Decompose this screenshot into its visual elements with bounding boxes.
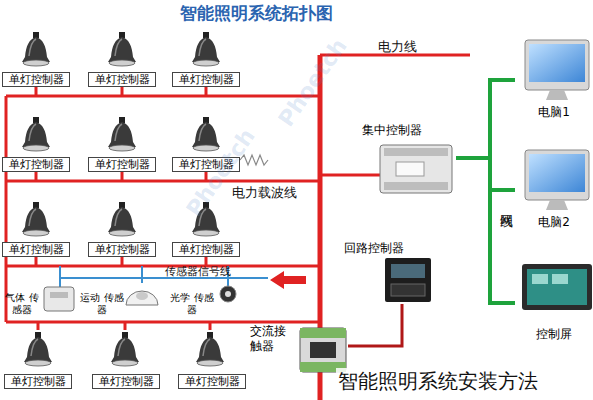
single-lamp-controller: 单灯控制器 <box>92 374 160 389</box>
connector-line <box>456 158 515 303</box>
connector-line <box>348 304 402 346</box>
central-controller-device <box>380 145 452 193</box>
node-text: 单灯控制器 <box>179 375 245 388</box>
node-text: 光学 传感器 <box>170 292 214 316</box>
single-lamp-controller: 单灯控制器 <box>4 374 72 389</box>
contactor-device <box>300 328 346 372</box>
signal-line-label: 传感器信号线 <box>165 265 231 279</box>
node-text: 单灯控制器 <box>3 73 69 86</box>
node-text: 单灯控制器 <box>3 243 69 256</box>
sensor-label: 运动 传感器 <box>80 292 124 320</box>
single-lamp-controller: 单灯控制器 <box>88 72 156 87</box>
single-lamp-controller: 单灯控制器 <box>2 157 70 172</box>
watermark: Phoetch <box>181 124 259 221</box>
node-text: 单灯控制器 <box>3 158 69 171</box>
loop-controller-device <box>385 258 431 302</box>
node-text: 控制屏 <box>515 326 593 343</box>
single-lamp-controller: 单灯控制器 <box>2 242 70 257</box>
node-text: 运动 传感器 <box>80 292 124 316</box>
watermark: Phoetch <box>273 34 351 131</box>
single-lamp-controller: 单灯控制器 <box>172 72 240 87</box>
node-text: 单灯控制器 <box>89 243 155 256</box>
node-text: 单灯控制器 <box>93 375 159 388</box>
carrier-line-label: 电力载波线 <box>232 184 297 202</box>
signal-arrow <box>270 271 306 289</box>
node-text: 集中控制器 <box>362 122 456 139</box>
sensor-label: 光学 传感器 <box>170 292 214 320</box>
diagram-title: 智能照明系统拓扑图 <box>180 2 333 25</box>
sensor-label: 气体 传感器 <box>2 292 42 320</box>
ac-contactor: 交流接 触器 <box>248 318 348 374</box>
node-text: 电脑1 <box>515 104 593 121</box>
diagram-caption: 智能照明系统安装方法 <box>336 368 540 395</box>
connector-line <box>456 158 515 190</box>
node-text: 单灯控制器 <box>173 243 239 256</box>
power-line-label: 电力线 <box>378 38 417 56</box>
power-wire <box>6 55 470 330</box>
node-text: 交流接 触器 <box>250 324 296 354</box>
monitor-icons <box>522 40 592 310</box>
node-text: 单灯控制器 <box>5 375 71 388</box>
central-controller: 集中控制器 <box>358 122 456 194</box>
node-text: 电脑2 <box>515 214 593 231</box>
node-text: 气体 传感器 <box>2 292 42 316</box>
loop-controller: 回路控制器 <box>340 240 440 304</box>
computer: 电脑1 <box>515 38 593 122</box>
node-text: 回路控制器 <box>344 240 440 257</box>
node-text: 单灯控制器 <box>89 73 155 86</box>
sensor-wire <box>60 266 268 288</box>
single-lamp-controller: 单灯控制器 <box>172 242 240 257</box>
connector-line <box>456 80 515 158</box>
node-text: 单灯控制器 <box>89 158 155 171</box>
computer: 电脑2 <box>515 148 593 232</box>
control-screen: 控制屏 <box>515 262 593 344</box>
node-text: 单灯控制器 <box>173 73 239 86</box>
single-lamp-controller: 单灯控制器 <box>88 242 156 257</box>
single-lamp-controller: 单灯控制器 <box>88 157 156 172</box>
single-lamp-controller: 单灯控制器 <box>2 72 70 87</box>
single-lamp-controller: 单灯控制器 <box>178 374 246 389</box>
